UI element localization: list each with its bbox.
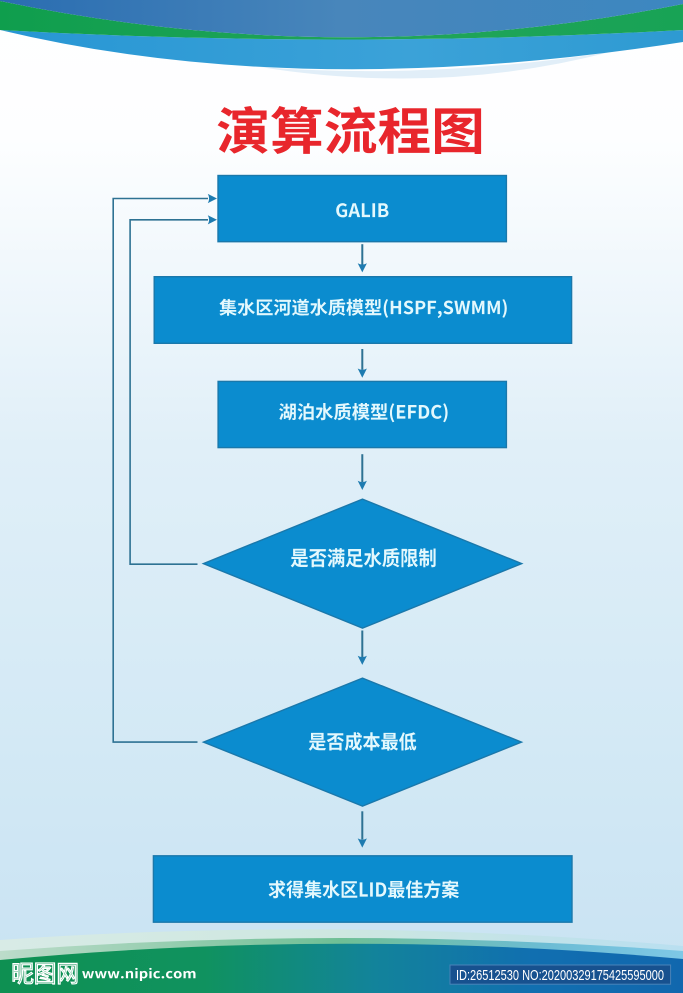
svg-text:ID:26512530 NO:202003291754255: ID:26512530 NO:20200329175425595000 — [456, 967, 664, 984]
